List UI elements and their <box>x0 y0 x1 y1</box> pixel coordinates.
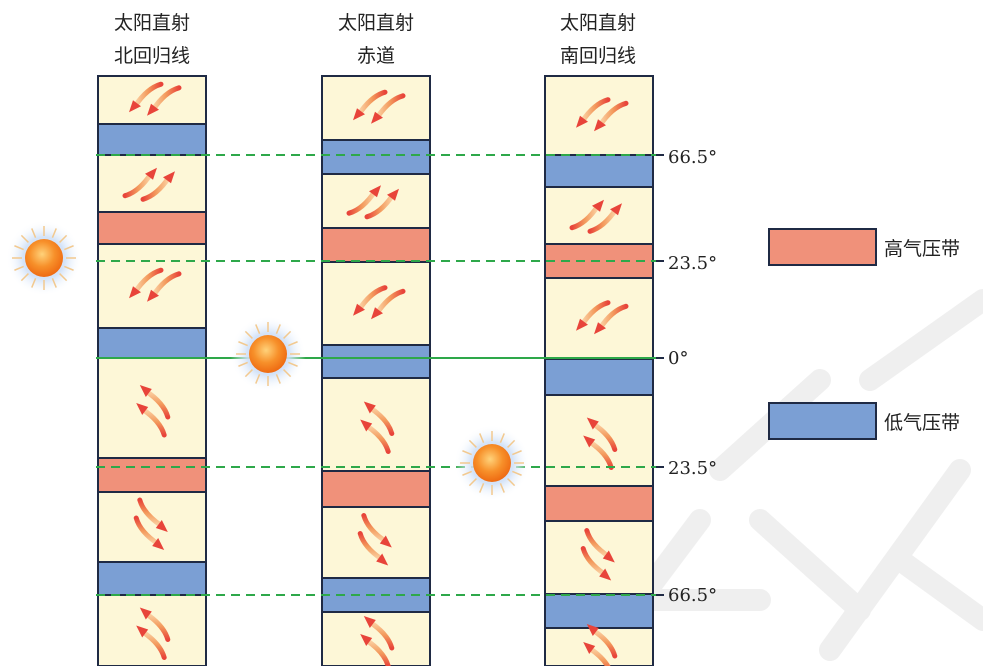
wind-arrow-icon <box>129 81 182 116</box>
wind-cell <box>544 394 654 487</box>
wind-cell <box>97 357 207 459</box>
wind-arrow-icon <box>360 616 395 666</box>
wind-cell <box>544 186 654 245</box>
wind-cell <box>544 277 654 360</box>
column-heading-1-line2: 北回归线 <box>114 45 190 67</box>
wind-arrow-icon <box>569 199 622 234</box>
column-heading-1-line1: 太阳直射 <box>114 12 190 34</box>
watermark <box>599 289 983 661</box>
low-pressure-belt <box>544 154 654 188</box>
latitude-lines <box>96 154 664 596</box>
legend-low-label: 低气压带 <box>884 412 960 434</box>
wind-arrow-icon <box>357 513 392 566</box>
wind-arrow-icon <box>346 185 399 220</box>
wind-cell <box>321 75 431 141</box>
wind-arrow-icon <box>576 300 629 335</box>
wind-cell <box>97 491 207 563</box>
low-pressure-belt <box>97 123 207 156</box>
low-pressure-belt <box>97 561 207 596</box>
wind-cell <box>321 506 431 579</box>
low-pressure-belt <box>544 593 654 629</box>
latitude-labels: 66.5° 23.5° 0° 23.5° 66.5° <box>668 147 717 606</box>
legend-high-swatch <box>768 228 877 266</box>
column-heading-2-line1: 太阳直射 <box>338 12 414 34</box>
wind-cell <box>321 173 431 229</box>
wind-arrow-icon <box>576 97 629 132</box>
sun-icon <box>230 316 306 392</box>
column-heading-3-line1: 太阳直射 <box>560 12 636 34</box>
sun-icon <box>454 425 530 501</box>
latitude-label-23n: 23.5° <box>668 253 717 274</box>
wind-arrow-icon <box>353 285 406 320</box>
column-heading-2-line2: 赤道 <box>357 45 395 67</box>
high-pressure-belt <box>97 211 207 245</box>
wind-arrow-icon <box>583 417 618 470</box>
latitude-label-66n: 66.5° <box>668 147 717 168</box>
low-pressure-belt <box>544 358 654 396</box>
wind-arrow-icon <box>136 607 171 660</box>
low-pressure-belt <box>97 327 207 359</box>
wind-cell <box>97 75 207 125</box>
latitude-label-equator: 0° <box>668 348 688 369</box>
low-pressure-belt <box>321 139 431 175</box>
legend: 高气压带 低气压带 <box>768 228 960 440</box>
belt-column-1 <box>97 75 207 666</box>
high-pressure-belt <box>321 227 431 263</box>
wind-cell <box>544 520 654 595</box>
wind-arrow-icon <box>122 167 175 202</box>
belt-columns <box>97 75 654 666</box>
low-pressure-belt <box>321 344 431 379</box>
wind-cell <box>97 594 207 666</box>
high-pressure-belt <box>544 485 654 522</box>
legend-high-label: 高气压带 <box>884 238 960 260</box>
belt-column-3 <box>544 75 654 666</box>
column-heading-3-line2: 南回归线 <box>560 45 636 67</box>
wind-cell <box>544 75 654 156</box>
sun-icon <box>6 220 82 296</box>
column-headings: 太阳直射 北回归线 太阳直射 赤道 太阳直射 南回归线 <box>114 12 636 67</box>
legend-low-swatch <box>768 402 877 440</box>
latitude-label-66s: 66.5° <box>668 585 717 606</box>
high-pressure-belt <box>97 457 207 493</box>
wind-cell <box>321 377 431 472</box>
high-pressure-belt <box>321 470 431 508</box>
latitude-label-23s: 23.5° <box>668 458 717 479</box>
wind-cell <box>321 261 431 346</box>
belt-column-2 <box>321 75 431 666</box>
wind-cell <box>97 154 207 213</box>
wind-arrow-icon <box>129 267 182 302</box>
suns <box>6 220 530 501</box>
wind-arrow-icon <box>353 89 406 124</box>
wind-cell <box>321 611 431 666</box>
wind-cell <box>97 243 207 329</box>
